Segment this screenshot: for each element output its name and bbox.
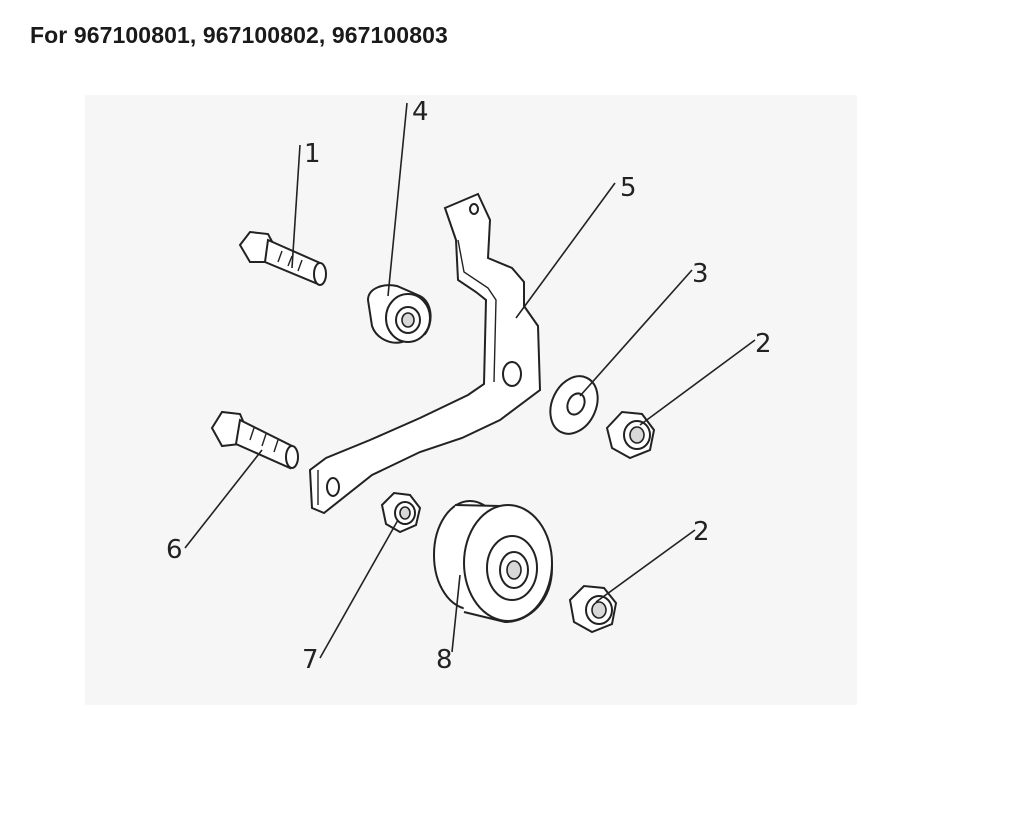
bolt-part-1	[238, 230, 327, 286]
leader-line-4	[387, 102, 408, 297]
callout-label: 1	[304, 139, 321, 169]
spacer-part-4	[366, 284, 432, 344]
callout-label: 8	[436, 645, 453, 675]
leader-line-8	[451, 574, 461, 653]
callout-label: 3	[692, 259, 709, 289]
washer-part-3	[549, 375, 599, 435]
idler-pulley-part-8	[433, 500, 554, 624]
idler-bracket-part-5	[308, 192, 542, 515]
callout-label: 2	[693, 517, 710, 547]
callout-label: 6	[166, 535, 183, 565]
callout-label: 7	[302, 645, 319, 675]
leader-line-5	[515, 182, 616, 319]
callout-label: 4	[412, 97, 429, 127]
leader-line-6	[184, 449, 263, 549]
bolt-part-6	[210, 410, 299, 470]
callout-label: 5	[620, 173, 637, 203]
page-title: For 967100801, 967100802, 967100803	[30, 22, 448, 48]
lock-nut-part-2-lower	[568, 584, 618, 634]
leader-line-7	[319, 519, 399, 659]
leader-line-2-upper	[639, 339, 756, 426]
leader-line-1	[291, 144, 301, 269]
leader-line-3	[579, 269, 693, 397]
callout-label: 2	[755, 329, 772, 359]
nut-part-7	[380, 491, 422, 534]
leader-line-2-lower	[595, 529, 696, 603]
